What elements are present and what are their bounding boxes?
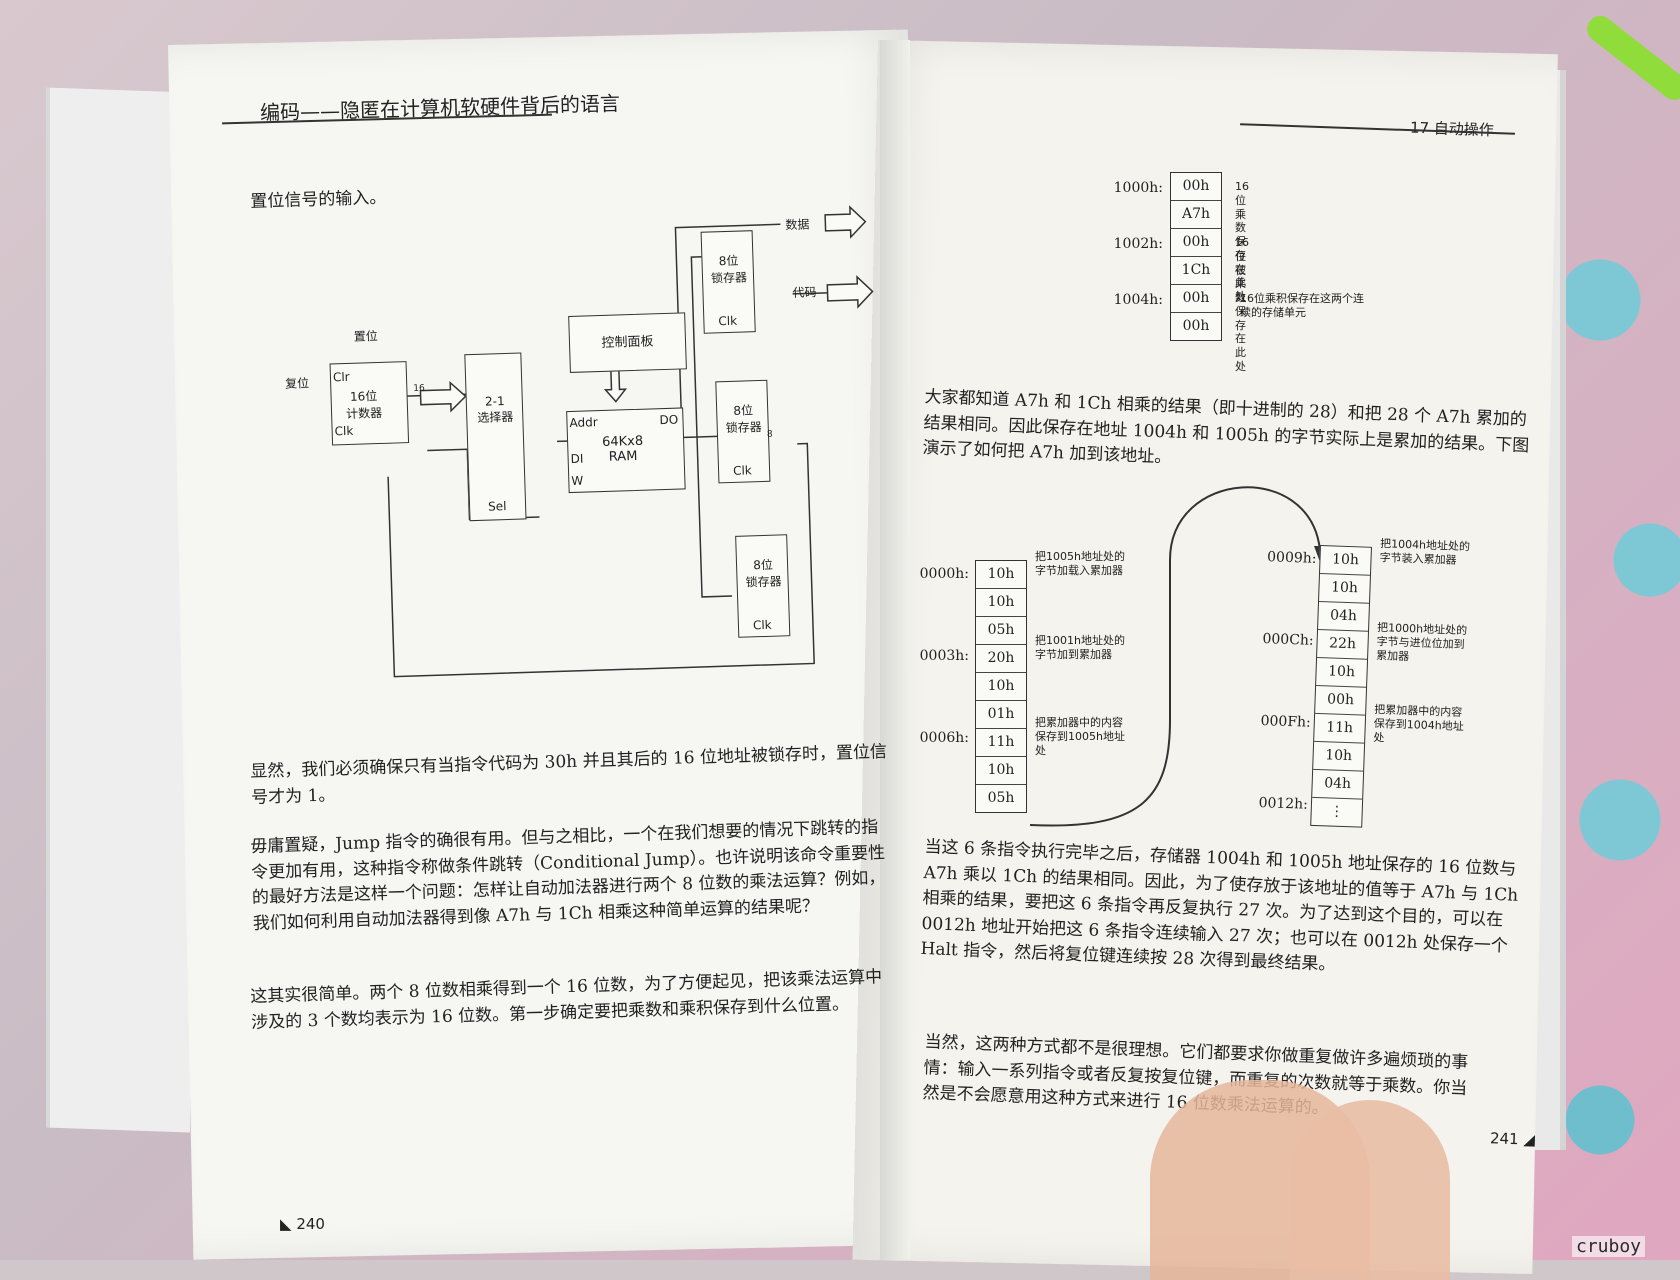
counter-name: 16位 计数器 [345,389,383,422]
set-label: 置位 [353,328,378,344]
memory-cell: 1Ch [1171,257,1221,285]
memory-cells-left: 10h 10h 05h 20h 10h 01h 11h 10h 05h [975,560,1027,813]
counter-16bit: Clr 16位 计数器 Clk [329,361,410,446]
ram-do-pin: DO [659,412,679,428]
memory-cell: 10h [976,673,1026,701]
memory-cell: 11h [1314,713,1366,744]
watermark: cruboy [1572,1236,1646,1257]
ram-name: 64Kx8 RAM [601,433,644,465]
memory-cell: 10h [976,757,1026,785]
mem-address: 0000h: [919,566,969,582]
latch-middle-clk: Clk [732,463,752,478]
memory-cell: 10h [1313,741,1365,772]
mem-address: 1000h: [1113,180,1163,196]
memory-cell: 00h [1171,173,1221,201]
memory-cell: 04h [1312,769,1364,800]
ram-addr-pin: Addr [569,415,598,431]
memory-cell: 05h [976,617,1026,645]
memory-cell: 10h [1316,657,1368,688]
latch-bottom-name: 8位 锁存器 [745,557,782,590]
right-header: 17 自动操作 [1409,118,1495,140]
memory-note: 把1001h地址处的字节加到累加器 [1035,634,1125,661]
memory-cell: 01h [976,701,1026,729]
left-paragraph-2: 毋庸置疑，Jump 指令的确很有用。但与之相比，一个在我们想要的情况下跳转的指令… [250,817,886,934]
selector-2to1: 2-1 选择器 Sel [464,352,527,522]
latch-top-name: 8位 锁存器 [710,253,748,286]
memory-note: 把1000h地址处的字节与进位位加到累加器 [1375,621,1468,663]
memory-note: 把1005h地址处的字节加载入累加器 [1035,550,1125,577]
selector-sel-pin: Sel [487,499,507,514]
mem-address: 0006h: [919,730,969,746]
code-output-label: 代码 [792,285,817,300]
latch-top-clk: Clk [718,313,738,329]
memory-cell: 11h [976,729,1026,757]
bus-width-label: 8 [766,429,773,440]
memory-cells-top: 00h A7h 00h 1Ch 00h 00h [1170,172,1222,341]
memory-note: 16位乘积保存在这两个连续的存储单元 [1240,292,1364,319]
circuit-diagram: 置位 复位 Clr 16位 计数器 Clk 2-1 选择器 Sel 控制面板 A… [280,201,896,740]
selector-name: 2-1 选择器 [477,394,514,425]
flow-arrow [1029,486,1326,827]
right-paragraph-2: 当这 6 条指令执行完毕之后，存储器 1004h 和 1005h 地址保存的 1… [920,836,1519,975]
memory-cell: 05h [987,790,1015,806]
book-gutter [880,40,910,1260]
latch-middle: 8位 锁存器 Clk [715,379,771,484]
latch-bottom: 8位 锁存器 Clk [735,534,791,638]
memory-note: 16位乘数保存在此处 [1235,180,1249,303]
mem-address: 000Ch: [1262,631,1314,649]
mem-address: 1004h: [1113,292,1163,308]
mem-address: 000Fh: [1260,713,1312,731]
memory-note: 把1004h地址处的字节装入累加器 [1379,537,1471,567]
data-output-label: 数据 [785,217,810,233]
memory-cell: 20h [976,645,1026,673]
ram-64kx8: Addr 64Kx8 RAM DO DI W [566,407,686,494]
memory-note: 把累加器中的内容保存到1005h地址处 [1035,716,1125,757]
reset-label: 复位 [284,376,310,391]
mem-address: 0009h: [1266,549,1317,567]
mem-address: 1002h: [1113,236,1163,252]
ram-w-pin: W [571,473,584,488]
memory-note: 16位被乘数保存在此处 [1235,236,1249,373]
right-page-number-value: 241 [1489,1129,1519,1149]
finger [1290,1100,1450,1280]
latch-bottom-clk: Clk [752,617,772,633]
memory-cell: 10h [976,589,1026,617]
memory-cell: 00h [1182,318,1210,334]
right-page-number: 241 ◢ [1489,1129,1536,1149]
memory-cell: 10h [976,561,1026,589]
counter-clk-pin: Clk [334,423,354,439]
memory-note: 把累加器中的内容保存到1004h地址处 [1373,702,1464,744]
memory-cell: 10h [1319,574,1370,604]
memory-cell: 04h [1318,602,1369,632]
ram-di-pin: DI [570,451,584,466]
memory-cell: 00h [1315,685,1367,716]
latch-middle-name: 8位 锁存器 [725,403,762,436]
memory-cell: 00h [1171,285,1221,313]
memory-cell: 22h [1317,629,1369,660]
left-page-stack [46,87,190,1133]
memory-cell: 10h [1319,546,1371,576]
control-panel: 控制面板 [568,312,687,373]
memory-cell: 00h [1171,229,1221,257]
left-page-number-value: 240 [296,1215,325,1233]
bus-width-label: 16 [413,383,425,394]
memory-cells-right: 10h 10h 04h 22h 10h 00h 11h 10h 04h ⋮ [1310,545,1372,828]
left-page-number: ◣ 240 [280,1215,325,1233]
mem-address: 0012h: [1258,795,1309,813]
memory-cell: A7h [1171,201,1221,229]
mem-address: 0003h: [919,648,969,664]
memory-cell: ⋮ [1329,803,1344,820]
counter-clr-pin: Clr [332,369,350,385]
latch-top: 8位 锁存器 Clk [700,230,756,334]
